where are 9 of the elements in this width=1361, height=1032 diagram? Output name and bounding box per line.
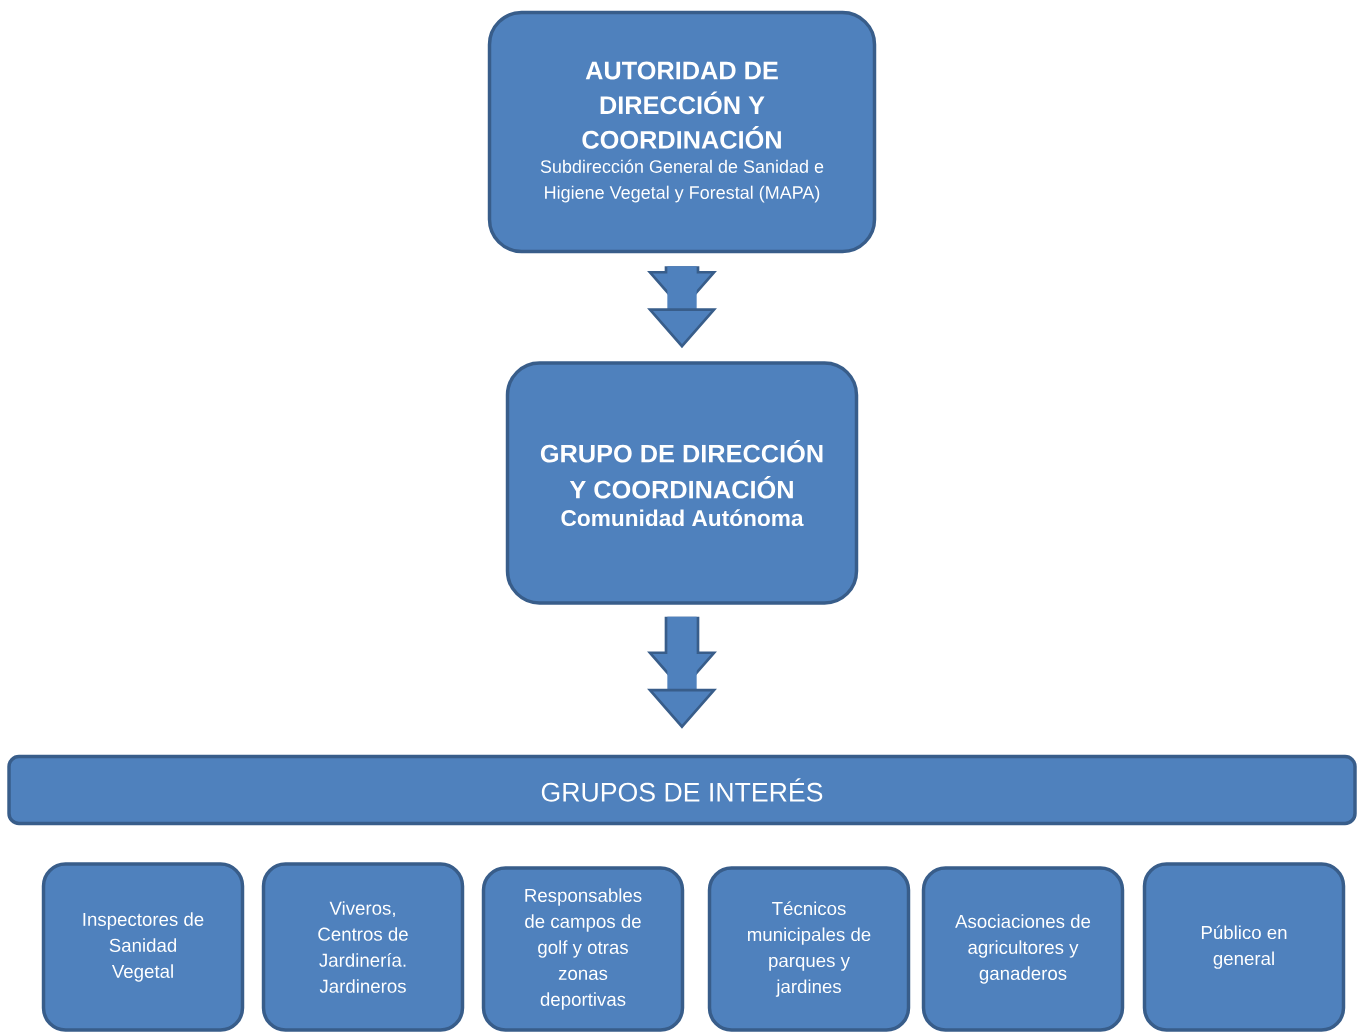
rounded-box: AUTORIDAD DE DIRECCIÓN Y COORDINACIÓN Subdirección General de Sanidad e Higiene Vegetal y Forestal (MAPA) (487, 10, 877, 254)
rounded-box: Viveros, Centros de Jardinería. Jardineros (261, 862, 465, 1032)
rounded-box: Responsables de campos de golf y otras zonas deportivas (481, 866, 685, 1032)
banner-bar: GRUPOS DE INTERÉS (7, 754, 1357, 826)
rounded-box: Técnicos municipales de parques y jardines (707, 866, 911, 1032)
rounded-box: Inspectores de Sanidad Vegetal (41, 862, 245, 1032)
rounded-box: GRUPO DE DIRECCIÓN Y COORDINACIÓN Comunidad Autónoma (505, 361, 859, 605)
rounded-box: Asociaciones de agricultores y ganaderos (921, 866, 1125, 1032)
rounded-box: Público en general (1142, 862, 1346, 1032)
